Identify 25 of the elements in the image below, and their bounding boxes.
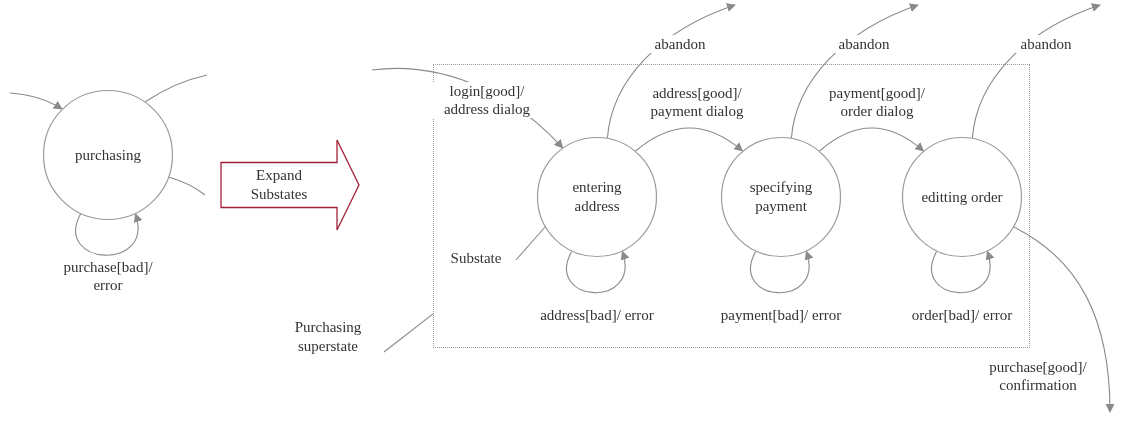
callout-text: Purchasing superstate bbox=[272, 318, 384, 358]
state-name: editting order bbox=[920, 187, 1004, 207]
state-circle bbox=[537, 137, 657, 257]
arrow bbox=[9, 92, 63, 110]
superstate-frame bbox=[433, 64, 1030, 348]
self-loop-arrow bbox=[750, 250, 813, 294]
self-loop-arrow bbox=[931, 250, 994, 294]
leader-line bbox=[515, 226, 546, 261]
connector-line bbox=[168, 176, 206, 196]
self-loop-arrow bbox=[566, 250, 629, 294]
arrow bbox=[1013, 226, 1115, 413]
block-arrow bbox=[221, 140, 359, 230]
state-name: entering address bbox=[571, 178, 623, 216]
state-name: specifying payment bbox=[748, 178, 814, 216]
state-name: purchasing bbox=[74, 145, 142, 165]
state-name: Expand Substates bbox=[249, 166, 309, 204]
state-circle bbox=[902, 137, 1022, 257]
leader-line bbox=[383, 313, 434, 353]
arrow bbox=[635, 127, 744, 152]
connector-line bbox=[144, 74, 208, 103]
callout-text: Substate bbox=[436, 249, 516, 269]
arrow bbox=[819, 127, 925, 152]
state-circle bbox=[721, 137, 841, 257]
state-circle bbox=[43, 90, 173, 220]
self-loop-arrow bbox=[75, 213, 142, 256]
